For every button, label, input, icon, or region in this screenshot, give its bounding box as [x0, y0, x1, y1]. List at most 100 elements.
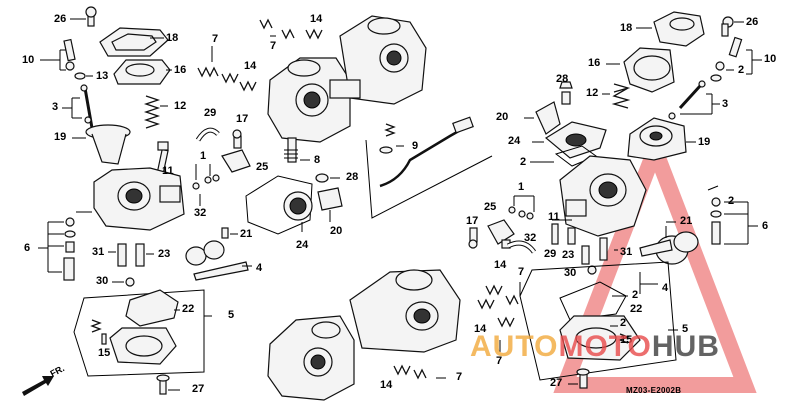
- label-12-right: 12: [586, 87, 599, 99]
- label-32-right: 32: [524, 232, 537, 244]
- label-7-e: 7: [456, 371, 463, 383]
- label-9: 9: [412, 140, 419, 152]
- cover-16-left: [113, 59, 172, 85]
- carburetor-assembly-top: [267, 15, 427, 143]
- choke-25-right: [487, 219, 515, 249]
- pilot-screw-6-left: [38, 217, 76, 281]
- label-7-c: 7: [518, 266, 525, 278]
- label-11-left: 11: [162, 165, 174, 177]
- label-17-left: 17: [236, 113, 249, 125]
- label-10-left: 10: [22, 54, 35, 66]
- label-2-b: 2: [520, 156, 527, 168]
- label-26-left: 26: [54, 13, 67, 25]
- screw-26-right: [721, 16, 744, 37]
- screw-27-right: [568, 368, 590, 389]
- label-15-right: 15: [620, 334, 633, 346]
- label-1-left: 1: [200, 150, 207, 162]
- label-5-right: 5: [682, 323, 689, 335]
- top-cover-18-left: [99, 27, 169, 57]
- label-28-right: 28: [556, 73, 569, 85]
- piston-19-right: [627, 117, 696, 161]
- jets-31-23-left: [108, 243, 154, 287]
- label-7-a: 7: [212, 33, 219, 45]
- label-30-right: 30: [564, 267, 577, 279]
- label-32-left: 32: [194, 207, 207, 219]
- label-1-right: 1: [518, 181, 525, 193]
- part-28-right: [559, 81, 573, 105]
- label-2-a: 2: [738, 64, 745, 76]
- label-18-right: 18: [620, 22, 633, 34]
- label-2-d: 2: [632, 289, 639, 301]
- label-20-center: 20: [330, 225, 343, 237]
- label-10-right: 10: [764, 53, 777, 65]
- label-8: 8: [314, 154, 321, 166]
- label-12-left: 12: [174, 100, 187, 112]
- label-11-right: 11: [548, 211, 560, 223]
- jet-needle-3-left: [62, 84, 94, 129]
- label-14-b: 14: [244, 60, 257, 72]
- watermark-triangle: [553, 127, 757, 393]
- label-14-a: 14: [310, 13, 323, 25]
- label-7-d: 7: [496, 355, 503, 367]
- watermark-auto: AUTO: [470, 330, 559, 363]
- label-20-right: 20: [496, 111, 509, 123]
- label-31-right: 31: [620, 246, 633, 258]
- label-14-d: 14: [474, 323, 487, 335]
- watermark-moto: MOTO: [558, 330, 652, 363]
- label-24-center: 24: [296, 239, 309, 251]
- label-31-left: 31: [92, 246, 105, 258]
- label-4-left: 4: [256, 262, 263, 274]
- float-bowl-box-5-left: [73, 289, 212, 377]
- label-26-right: 26: [746, 16, 759, 28]
- pilot-screw-6-right: [707, 185, 758, 245]
- label-24-right: 24: [508, 135, 521, 147]
- carburetor-assembly-bottom: [267, 269, 461, 401]
- screws-1-32-right: [508, 195, 535, 220]
- label-19-left: 19: [54, 131, 67, 143]
- diagram-code: MZ03-E2002B: [626, 386, 682, 395]
- gasket-24-right: [532, 121, 607, 159]
- screw-26-left: [70, 6, 97, 27]
- top-cover-18-right: [636, 11, 705, 47]
- screw-10-left: [40, 38, 76, 71]
- label-5-left: 5: [228, 309, 235, 321]
- label-17-right: 17: [466, 215, 479, 227]
- label-22-right: 22: [630, 303, 643, 315]
- gasket-24-center: [245, 175, 313, 235]
- screw-27-left: [156, 374, 180, 395]
- needle-jet-11-right: [551, 219, 576, 245]
- screw-10-right: [710, 36, 762, 82]
- screws-7-center: [197, 18, 323, 92]
- label-7-b: 7: [270, 40, 277, 52]
- label-6-right: 6: [762, 220, 769, 232]
- label-14-e: 14: [380, 379, 393, 391]
- label-23-left: 23: [158, 248, 171, 260]
- label-16-left: 16: [174, 64, 187, 76]
- carburetor-body-left: [76, 167, 185, 231]
- watermark-logo: AUTOMOTOHUB: [470, 330, 720, 364]
- label-3-left: 3: [52, 101, 59, 113]
- label-28-center: 28: [346, 171, 359, 183]
- label-22-left: 22: [182, 303, 195, 315]
- label-15-left: 15: [98, 347, 111, 359]
- label-19-right: 19: [698, 136, 711, 148]
- label-27-left: 27: [192, 383, 205, 395]
- watermark-hub: HUB: [651, 330, 720, 363]
- label-3-right: 3: [722, 98, 729, 110]
- label-18-left: 18: [166, 32, 179, 44]
- label-2-c: 2: [728, 195, 735, 207]
- spring-12-right: [602, 83, 631, 109]
- label-27-right: 27: [550, 377, 563, 389]
- vacuum-piston-19-left: [72, 124, 131, 165]
- hose-29: [195, 127, 220, 142]
- screw-17-right: [468, 227, 478, 249]
- float-21-4-right: [639, 221, 699, 265]
- label-16-right: 16: [588, 57, 601, 69]
- label-25-left: 25: [256, 161, 269, 173]
- label-6-left: 6: [24, 242, 31, 254]
- needle-3-right: [668, 80, 720, 120]
- label-21-right: 21: [680, 215, 693, 227]
- hose-29-right: [506, 240, 537, 254]
- choke-8: [284, 137, 310, 163]
- cover-16-right: [606, 47, 675, 93]
